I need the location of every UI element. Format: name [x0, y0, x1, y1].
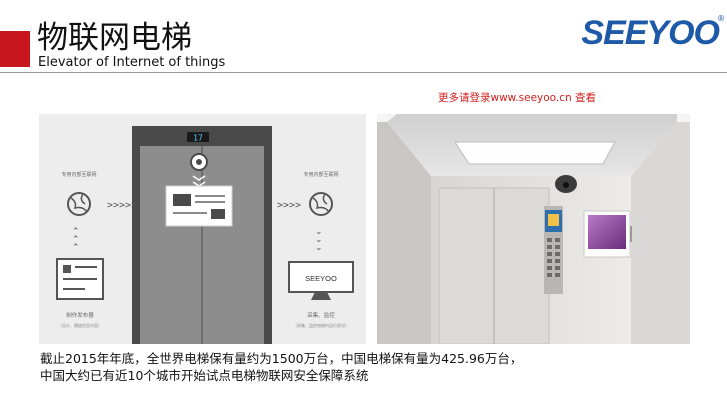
monitor-brand: SEEYOO: [305, 274, 337, 283]
website-link-note[interactable]: 更多请登录www.seeyoo.cn 查看: [438, 92, 597, 104]
page-subtitle: Elevator of Internet of things: [38, 55, 226, 70]
wall-monitor-screen: [588, 215, 626, 249]
monitor-icon: [288, 261, 354, 293]
monitor-sublabel: （采集、监控电梯内运行状况）: [293, 322, 349, 328]
up-chevrons-icon: ⌃: [72, 227, 80, 237]
logo-text: SEEYOO: [581, 14, 720, 52]
left-wall: [377, 122, 431, 344]
screen-image-block: [173, 194, 191, 206]
elevator-interior-photo: [377, 114, 690, 344]
right-wall: [631, 122, 690, 344]
globe-icon-right: [309, 192, 333, 216]
title-accent-bar: [0, 31, 30, 67]
caption-line-1: 截止2015年年底，全世界电梯保有量约为1500万台，中国电梯保有量为425.9…: [40, 351, 523, 366]
elevator-interior-illustration: [377, 114, 690, 344]
registered-mark: ®: [717, 14, 725, 23]
publisher-sublabel: （设计、播放信息内容）: [58, 322, 102, 328]
seeyoo-logo: SEEYOO ®: [581, 14, 725, 52]
caption-text: 截止2015年年底，全世界电梯保有量约为1500万台，中国电梯保有量为425.9…: [40, 350, 522, 384]
right-chevrons-icon: >>>>>: [107, 200, 137, 211]
right-chevrons-icon-2: >>>>: [277, 200, 301, 211]
svg-text:⌄: ⌄: [315, 243, 323, 253]
camera-lens-icon: [196, 159, 202, 165]
caption-line-2: 中国大约已有近10个城市开始试点电梯物联网安全保障系统: [40, 368, 369, 383]
floor-number: 17: [193, 134, 203, 143]
left-network-label: 专用内部互联网: [61, 171, 96, 178]
svg-text:⌃: ⌃: [72, 235, 80, 245]
page-title: 物联网电梯: [37, 20, 192, 56]
iot-diagram-panel: 17 专用内部互联网 >>>>> ⌃ ⌃ ⌃ 制作发布器 （设计、播放信息内容）…: [39, 114, 366, 344]
svg-text:⌃: ⌃: [72, 243, 80, 253]
ceiling-light: [454, 141, 616, 165]
title-divider: [0, 72, 727, 73]
floor-indicator: [187, 132, 209, 142]
publisher-label: 制作发布器: [66, 311, 94, 319]
globe-icon: [67, 192, 91, 216]
right-network-label: 专用内部互联网: [303, 171, 338, 178]
svg-text:⌄: ⌄: [315, 235, 323, 245]
monitor-label: 采集、监控: [307, 311, 335, 319]
monitor-stand: [311, 292, 331, 300]
down-chevrons-icon: ⌄: [315, 227, 323, 237]
iot-diagram: 17 专用内部互联网 >>>>> ⌃ ⌃ ⌃ 制作发布器 （设计、播放信息内容）…: [56, 126, 354, 344]
